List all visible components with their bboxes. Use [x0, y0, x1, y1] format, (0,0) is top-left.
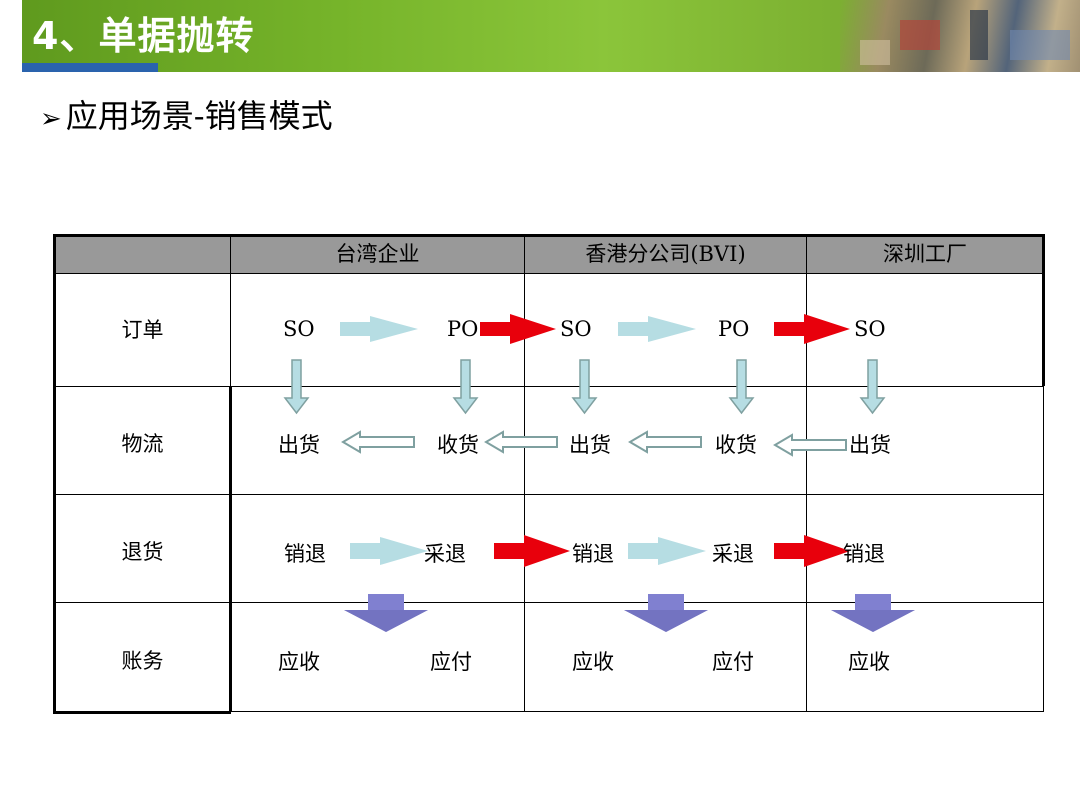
- table-border-right: [1043, 386, 1044, 712]
- table-header-row: [55, 236, 1042, 273]
- header-photo-detail: [1010, 30, 1070, 60]
- page-title: 4、单据抛转: [32, 14, 255, 58]
- return-item-taiwan-purchase-return: 采退: [424, 542, 466, 566]
- order-item-taiwan-so: SO: [283, 317, 315, 341]
- column-header-hongkong: 香港分公司(BVI): [585, 242, 746, 266]
- table-divider-row: [53, 386, 1044, 387]
- table-border-bottom-label: [53, 711, 231, 714]
- header-accent-bar: [22, 63, 158, 72]
- logistics-item-taiwan-receive: 收货: [437, 433, 479, 457]
- outline-arrow-left-icon: [341, 430, 847, 457]
- order-item-taiwan-po: PO: [447, 317, 479, 341]
- row-label-logistics: 物流: [121, 432, 164, 456]
- order-item-sz-so: SO: [854, 317, 886, 341]
- red-arrow-right-icon: [774, 535, 850, 567]
- order-item-hk-po: PO: [718, 317, 750, 341]
- logistics-item-taiwan-ship: 出货: [278, 433, 320, 457]
- return-item-hk-purchase-return: 采退: [712, 542, 754, 566]
- accounting-item-hk-payable: 应付: [712, 650, 754, 674]
- table-divider-row: [53, 494, 1044, 495]
- logistics-item-sz-ship: 出货: [849, 433, 891, 457]
- table-divider-col: [230, 234, 231, 386]
- table-border-bottom: [231, 711, 1044, 712]
- accounting-item-taiwan-payable: 应付: [430, 650, 472, 674]
- column-header-taiwan: 台湾企业: [335, 242, 420, 266]
- order-item-hk-so: SO: [560, 317, 592, 341]
- row-label-return: 退货: [121, 540, 164, 564]
- purple-arrow-down-icon: [344, 594, 915, 632]
- table-divider-col: [806, 234, 807, 712]
- light-arrow-right-icon: [340, 316, 418, 342]
- header-photo-detail: [900, 20, 940, 50]
- light-arrow-right-icon: [628, 537, 706, 565]
- subtitle-text: 应用场景-销售模式: [65, 97, 333, 135]
- header-photo-detail: [860, 40, 890, 65]
- red-arrow-right-icon: [774, 314, 850, 344]
- accounting-item-sz-receivable: 应收: [848, 650, 890, 674]
- table-divider-col-thick: [229, 386, 232, 712]
- column-header-shenzhen: 深圳工厂: [883, 242, 967, 266]
- red-arrow-right-icon: [494, 535, 570, 567]
- return-item-hk-sales-return: 销退: [572, 542, 614, 566]
- light-arrow-right-icon: [618, 316, 696, 342]
- table-border-right-top: [1042, 234, 1045, 386]
- return-item-taiwan-sales-return: 销退: [284, 542, 326, 566]
- light-arrow-right-icon: [350, 537, 428, 565]
- header-photo: [840, 0, 1080, 72]
- accounting-item-taiwan-receivable: 应收: [278, 650, 320, 674]
- table-divider-row: [53, 602, 1044, 603]
- row-label-order: 订单: [121, 318, 164, 342]
- row-label-accounting: 账务: [121, 649, 164, 673]
- accounting-item-hk-receivable: 应收: [572, 650, 614, 674]
- purple-arrow-shadow: [344, 610, 915, 632]
- logistics-item-hk-receive: 收货: [715, 433, 757, 457]
- table-border-top: [53, 234, 1044, 237]
- table-divider-header: [53, 273, 1044, 274]
- red-arrow-right-icon: [480, 314, 556, 344]
- logistics-item-hk-ship: 出货: [569, 433, 611, 457]
- header-banner: [22, 0, 1080, 72]
- table-divider-col: [524, 234, 525, 712]
- bullet-arrow-icon: ➢: [40, 104, 62, 134]
- section-subtitle: ➢应用场景-销售模式: [40, 96, 333, 136]
- down-arrow-icon: [283, 359, 886, 415]
- return-item-sz-sales-return: 销退: [843, 542, 885, 566]
- table-border-left: [53, 234, 56, 713]
- header-photo-detail: [970, 10, 988, 60]
